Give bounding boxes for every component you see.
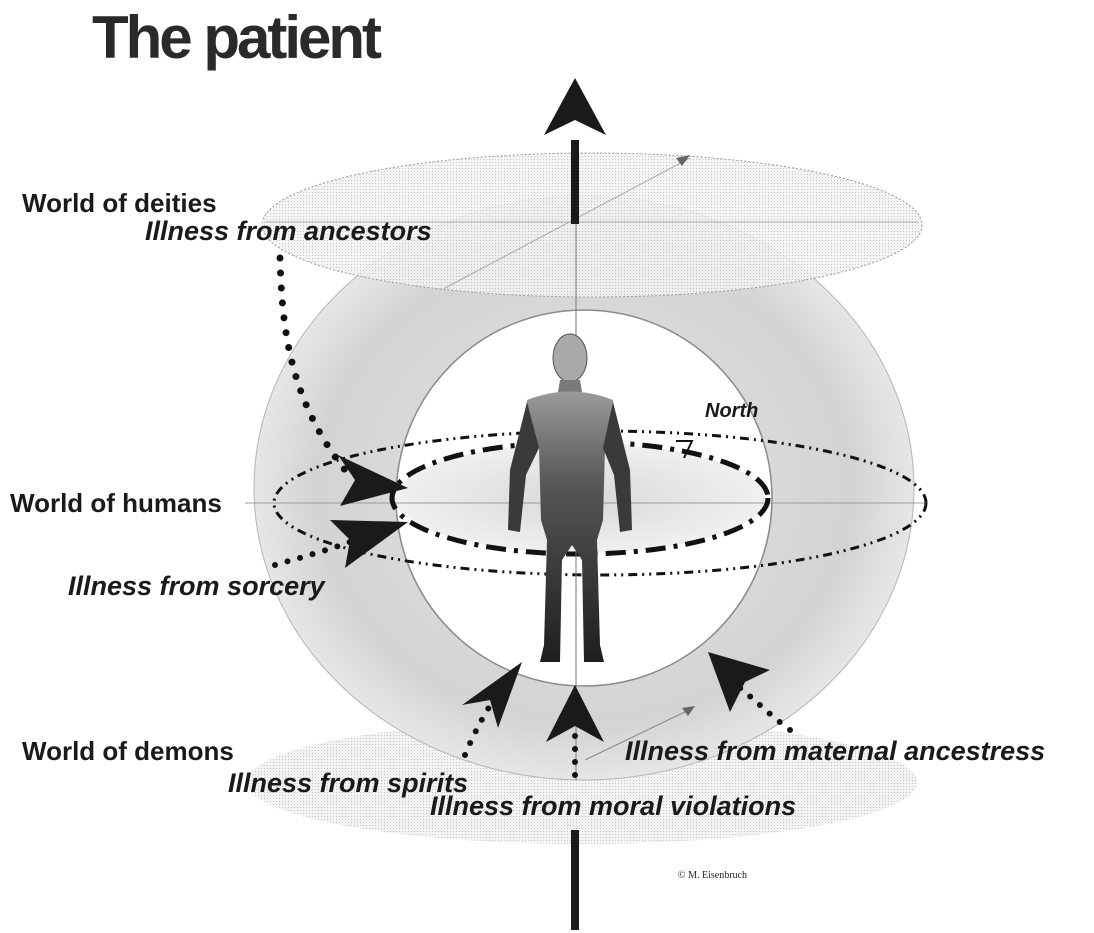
- north-label: North: [705, 400, 758, 422]
- illness-maternal-label: Illness from maternal ancestress: [625, 736, 1045, 766]
- figure-neck: [558, 380, 582, 392]
- copyright-label: © M. Eisenbruch: [678, 870, 747, 881]
- top-axis-shaft: [571, 140, 579, 224]
- illness-sorcery-label: Illness from sorcery: [68, 571, 327, 601]
- world-of-deities-label: World of deities: [22, 188, 217, 218]
- figure-head: [553, 334, 587, 382]
- bottom-axis-shaft: [571, 830, 579, 930]
- illness-moral-label: Illness from moral violations: [430, 791, 796, 821]
- illness-ancestors-label: Illness from ancestors: [145, 216, 432, 246]
- top-axis-arrowhead: [544, 78, 606, 135]
- world-of-humans-label: World of humans: [10, 488, 222, 518]
- world-of-demons-label: World of demons: [22, 736, 234, 766]
- page-title: The patient: [92, 4, 382, 71]
